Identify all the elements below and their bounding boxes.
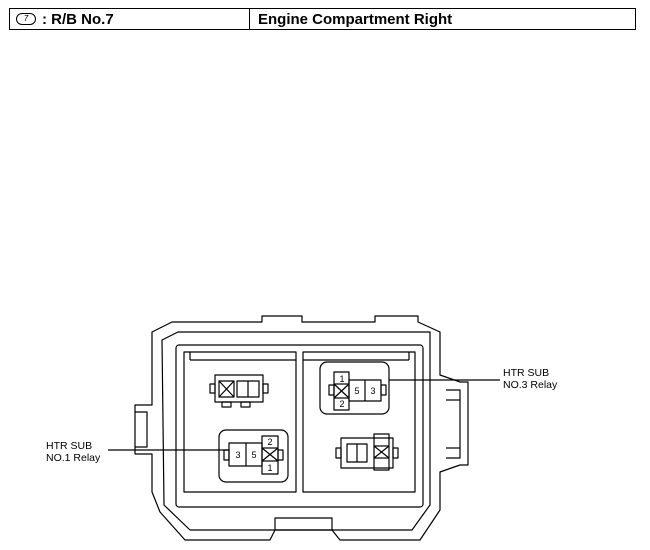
no3-pin-5: 5 (354, 386, 359, 396)
right-clip-detail (446, 389, 461, 459)
no1-pin-3: 3 (235, 450, 240, 460)
htr-sub-no1-relay-socket (218, 429, 289, 483)
location-cell: Engine Compartment Right (250, 9, 635, 29)
no3-pin-3: 3 (370, 386, 375, 396)
callout-no1-line2: NO.1 Relay (46, 452, 101, 464)
no3-pin-2: 2 (339, 399, 344, 409)
left-compartment (183, 351, 297, 493)
relay-block-label: : R/B No.7 (42, 10, 114, 28)
inner-frame (175, 344, 424, 508)
left-tab-detail (135, 411, 148, 448)
htr-sub-no3-relay-socket (319, 361, 390, 415)
location-label: Engine Compartment Right (258, 10, 453, 28)
connector-lower-right (335, 433, 399, 471)
no3-pin-1: 1 (339, 374, 344, 384)
callout-no3-line2: NO.3 Relay (503, 379, 558, 391)
housing-inner-rim (161, 331, 431, 531)
housing-outer (134, 315, 469, 541)
callout-htr-sub-no1-relay: HTR SUB NO.1 Relay (46, 440, 100, 464)
relay-block-cell: 7 : R/B No.7 (10, 9, 250, 29)
no1-pin-2: 2 (267, 437, 272, 447)
no1-pin-1: 1 (267, 463, 272, 473)
connector-upper-left (209, 374, 269, 408)
callout-no3-line1: HTR SUB (503, 367, 550, 379)
right-compartment (302, 351, 416, 493)
header-table: 7 : R/B No.7 Engine Compartment Right (9, 8, 636, 30)
location-number: 7 (23, 14, 29, 23)
location-number-badge: 7 (16, 13, 36, 25)
callout-htr-sub-no3-relay: HTR SUB NO.3 Relay (503, 367, 557, 391)
no1-pin-5: 5 (251, 450, 256, 460)
callout-no1-line1: HTR SUB (46, 440, 93, 452)
bottom-tab (274, 517, 333, 530)
